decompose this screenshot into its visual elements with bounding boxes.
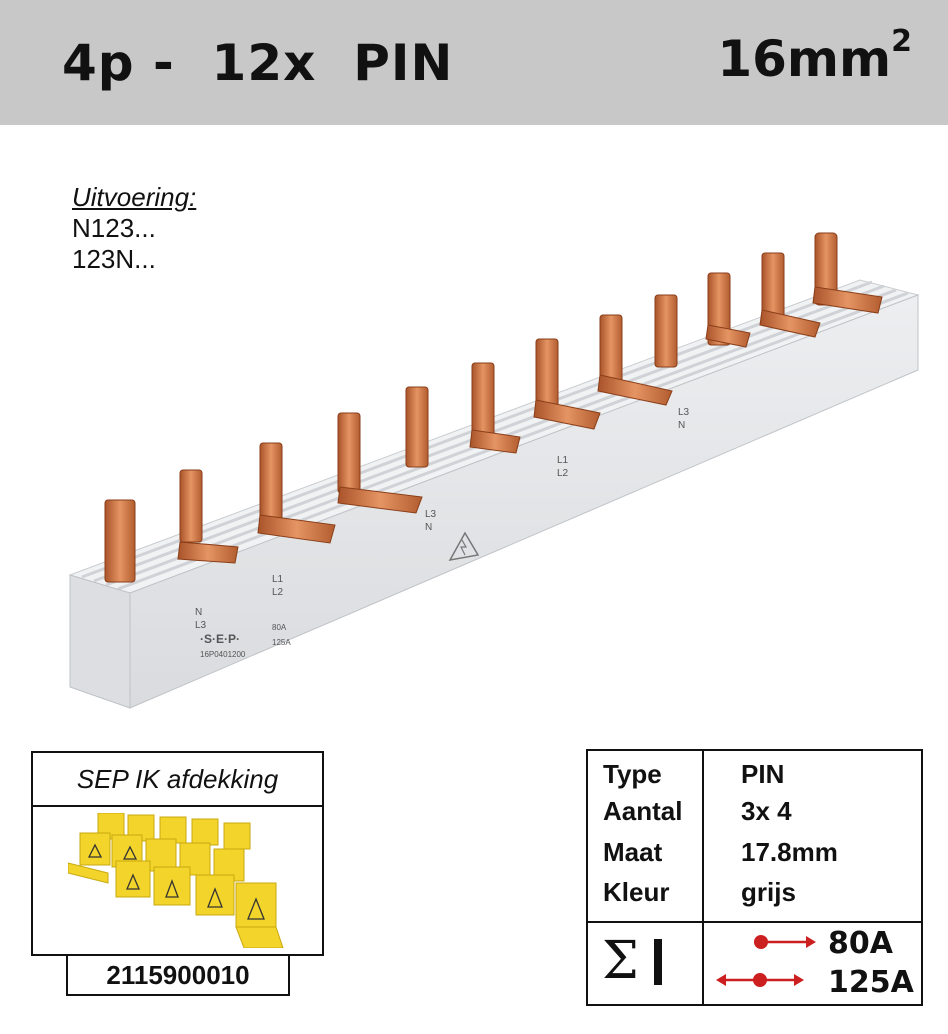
spec-row-color: Kleur grijs	[588, 877, 921, 917]
spec-value: 17.8mm	[741, 837, 838, 867]
variants-block: Uitvoering: N123... 123N...	[72, 182, 196, 275]
spec-key: Aantal	[603, 796, 683, 826]
yellow-cover-caps-image	[68, 813, 284, 948]
current-rating-double: 125A	[828, 965, 914, 1000]
spec-row-type: Type PIN	[588, 759, 921, 799]
spec-key: Kleur	[603, 877, 670, 907]
spec-value: grijs	[741, 877, 796, 907]
single-feed-arrow-icon	[754, 935, 816, 949]
article-number: 2115900010	[66, 954, 290, 996]
marking-l3c: L3	[678, 407, 690, 418]
spec-row-count: Aantal 3x 4	[588, 796, 921, 836]
variant-item: N123...	[72, 213, 156, 243]
spec-key: Maat	[603, 837, 663, 867]
spec-key: Type	[603, 759, 662, 789]
brand-marking: ·S·E·P·	[200, 632, 240, 646]
cross-section-size: 16mm2	[717, 24, 912, 88]
size-value: 16mm	[717, 30, 892, 88]
marking-l2b: L2	[557, 468, 569, 479]
header-banner: 4p - 12x PIN 16mm2	[0, 0, 948, 125]
marking-l1b: L1	[557, 455, 569, 466]
spec-table: Type PIN Aantal 3x 4 Maat 17.8mm Kleur g…	[586, 749, 923, 1006]
spec-row-size: Maat 17.8mm	[588, 837, 921, 877]
size-exponent: 2	[891, 24, 912, 59]
double-feed-arrow-icon	[716, 973, 804, 987]
cover-title: SEP IK afdekking	[33, 753, 322, 807]
rating-marking-large: 125A	[272, 638, 291, 647]
spec-row-divider	[588, 921, 921, 923]
product-title: 4p - 12x PIN	[62, 34, 454, 92]
busbar-product-image: N L3 L1 L2 L3 N L1 L2 L3 N ·S·E·P· 80A 1…	[68, 232, 920, 709]
current-rating-single: 80A	[828, 926, 893, 961]
warning-triangle-icon	[448, 531, 480, 562]
cover-box: SEP IK afdekking	[31, 751, 324, 956]
marking-nb: N	[425, 522, 432, 533]
marking-n: N	[195, 607, 202, 618]
spec-column-divider	[702, 751, 704, 1004]
marking-nc: N	[678, 420, 685, 431]
spec-value: PIN	[741, 759, 785, 789]
marking-l2: L2	[272, 587, 284, 598]
current-symbol	[654, 939, 662, 985]
rating-marking-small: 80A	[272, 623, 287, 632]
marking-l1: L1	[272, 574, 284, 585]
sigma-symbol: Σ	[602, 931, 639, 991]
code-marking: 16P0401200	[200, 650, 246, 659]
variants-label: Uitvoering:	[72, 182, 197, 212]
spec-value: 3x 4	[741, 796, 792, 826]
marking-l3b: L3	[425, 509, 437, 520]
variant-item: 123N...	[72, 244, 156, 274]
marking-l3: L3	[195, 620, 207, 631]
